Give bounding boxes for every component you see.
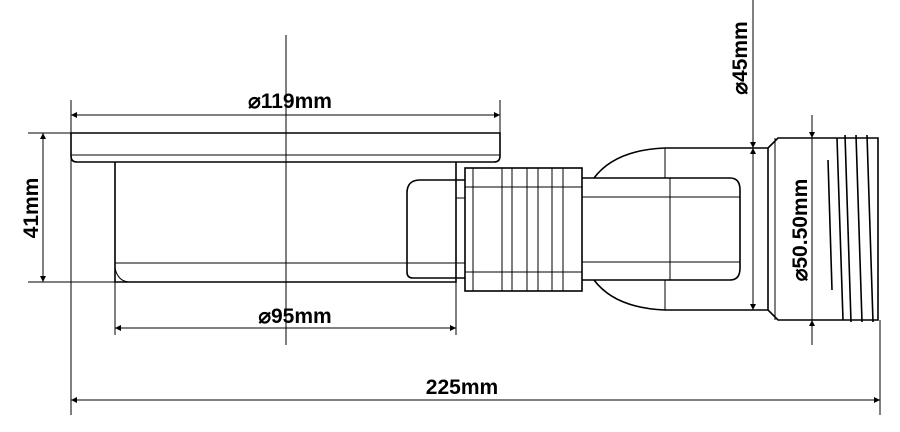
drain-body	[114, 162, 457, 283]
label-top-diameter: ⌀119mm	[248, 90, 332, 113]
label-body-diameter: ⌀95mm	[258, 305, 331, 328]
label-outlet-diameter: ⌀45mm	[729, 21, 752, 94]
ribbed-collar	[464, 167, 583, 292]
dimension-thread-diameter: ⌀50.50mm	[789, 115, 815, 345]
dimension-total-length: 225mm	[71, 320, 881, 415]
dimension-body-diameter: ⌀95mm	[114, 282, 457, 335]
outlet-pipe	[582, 147, 768, 311]
label-thread-diameter: ⌀50.50mm	[789, 179, 812, 282]
elbow-connector	[406, 179, 465, 279]
dimension-outlet-diameter: ⌀45mm	[729, 0, 756, 310]
label-height: 41mm	[20, 178, 43, 239]
dimension-height: 41mm	[20, 132, 115, 283]
label-total-length: 225mm	[426, 376, 498, 399]
threaded-outlet	[767, 134, 879, 323]
dimension-top-diameter: ⌀119mm	[70, 90, 501, 415]
